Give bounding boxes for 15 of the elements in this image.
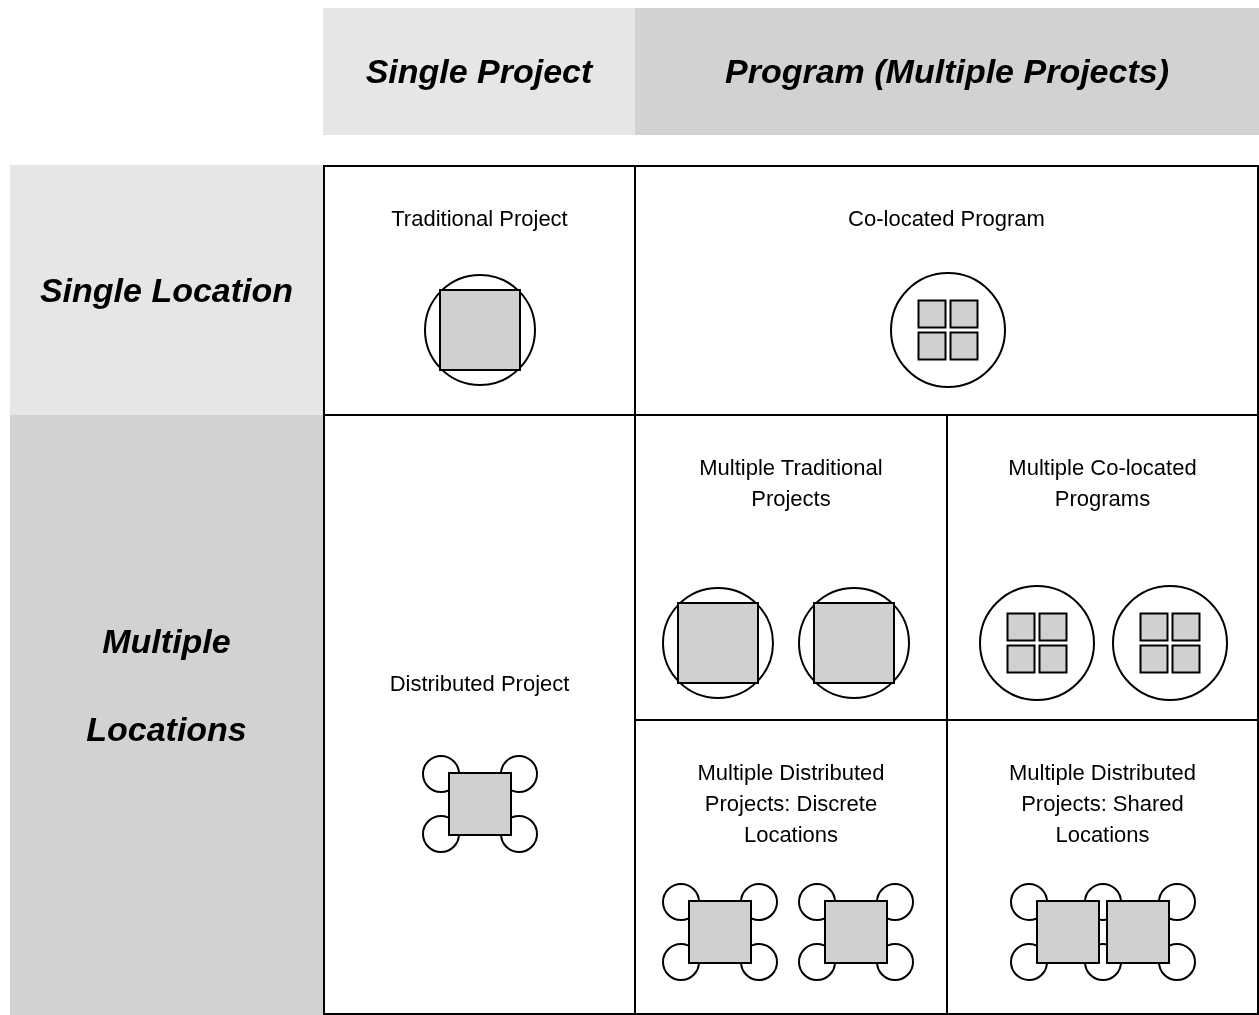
matrix-cell [634, 165, 1259, 416]
cell-label: Co-located Program [847, 205, 1046, 233]
matrix-cell [946, 719, 1259, 1015]
row-header: Multiple Locations [10, 415, 323, 1015]
cell-label: Traditional Project [390, 205, 569, 233]
cell-label: Multiple Distributed Projects: Discrete Locations [696, 759, 886, 849]
cell-label: Multiple Co-located Programs [1007, 454, 1198, 513]
cell-label: Multiple Traditional Projects [698, 454, 884, 513]
cell-label: Multiple Distributed Projects: Shared Locations [1007, 759, 1198, 849]
row-header: Single Location [10, 165, 323, 415]
matrix-cell [323, 414, 636, 1015]
matrix-cell [323, 165, 636, 416]
column-header: Single Project [323, 8, 635, 135]
column-header: Program (Multiple Projects) [635, 8, 1259, 135]
cell-label: Distributed Project [388, 670, 571, 698]
